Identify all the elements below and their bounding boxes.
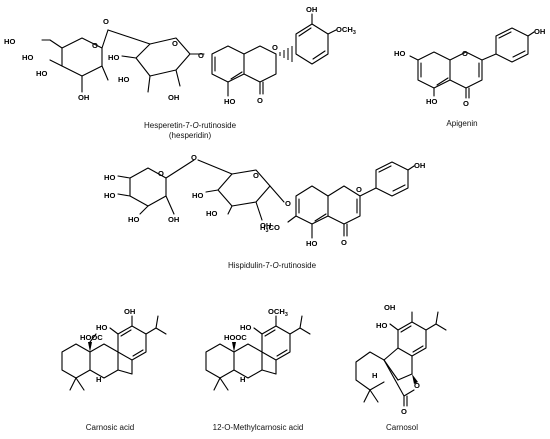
hispidulin-ho-1: HO [104, 173, 115, 182]
methylcarnosic-ho: HO [240, 323, 251, 332]
hispidulin-o-link: O [191, 153, 197, 162]
carnosol-structure: OH HO H O O Carnosol [355, 303, 447, 432]
methylcarnosic-acid-caption: 12-O-Methylcarnosic acid [213, 423, 304, 432]
hesperidin-caption: Hesperetin-7-O-rutinoside [144, 121, 237, 130]
hesperidin-ho-2: HO [22, 53, 33, 62]
apigenin-ho-2: HO [426, 97, 437, 106]
carnosol-ho: HO [376, 321, 387, 330]
hispidulin-o-ring-2: O [253, 171, 259, 180]
carnosol-oh-1: OH [384, 303, 395, 312]
carnosic-oh-2: HO [96, 323, 107, 332]
hispidulin-ho-8: HO [306, 239, 317, 248]
hispidulin-o-glyco: O [285, 199, 291, 208]
methylcarnosic-hooc: HOOC [224, 333, 247, 342]
hispidulin-o-keto: O [341, 238, 347, 247]
hesperidin-o-ring-2: O [172, 39, 178, 48]
hispidulin-oh-7: OH [260, 221, 271, 230]
hesperidin-caption-line2: (hesperidin) [169, 131, 212, 140]
hispidulin-ho-6: HO [206, 209, 217, 218]
carnosic-h: H [96, 375, 101, 384]
hispidulin-h3co: H3CO [260, 223, 280, 234]
hesperidin-ho-3: HO [36, 69, 47, 78]
hispidulin-o-ring-1: O [158, 169, 164, 178]
hesperidin-o-ring-3: O [272, 43, 278, 52]
hesperidin-o-ring-1: O [92, 41, 98, 50]
hesperidin-structure: HO HO HO OH O O HO HO O OH O O HO O OH O… [4, 5, 356, 140]
apigenin-ho-1: HO [394, 49, 405, 58]
apigenin-caption: Apigenin [446, 119, 477, 128]
hesperidin-oh-7: OH [168, 93, 179, 102]
carnosol-caption: Carnosol [386, 423, 418, 432]
hesperidin-o-glyco: O [198, 51, 204, 60]
methylcarnosic-och3: OCH3 [268, 307, 288, 318]
hispidulin-oh-4: OH [168, 215, 179, 224]
hesperidin-ho-1: HO [4, 37, 15, 46]
hispidulin-rutinoside-structure: HO HO HO OH O O HO HO O OH O O H3CO HO O… [104, 153, 425, 270]
hesperidin-och3: OCH3 [336, 25, 356, 36]
hesperidin-o-keto: O [257, 96, 263, 105]
hesperidin-ho-8: HO [224, 97, 235, 106]
hispidulin-ho-5: HO [192, 191, 203, 200]
hesperidin-o-link: O [103, 17, 109, 26]
hispidulin-ho-3: HO [128, 215, 139, 224]
carnosol-o-ether: O [414, 381, 420, 390]
carnosic-acid-structure: OH HO HOOC H Carnosic acid [61, 307, 167, 432]
carnosic-oh-1: OH [124, 307, 135, 316]
hesperidin-ho-6: HO [118, 75, 129, 84]
hispidulin-o-ring-3: O [356, 185, 362, 194]
hispidulin-caption: Hispidulin-7-O-rutinoside [228, 261, 317, 270]
carnosol-o-keto: O [401, 407, 407, 416]
hesperidin-oh-9: OH [306, 5, 317, 14]
carnosic-hooc: HOOC [80, 333, 103, 342]
hispidulin-oh-9: OH [414, 161, 425, 170]
apigenin-oh: OH [534, 27, 545, 36]
apigenin-structure: HO O HO O OH Apigenin [394, 27, 545, 128]
apigenin-o-ring: O [462, 49, 468, 58]
carnosic-acid-caption: Carnosic acid [86, 423, 134, 432]
methylcarnosic-h: H [240, 375, 245, 384]
carnosol-h: H [372, 371, 377, 380]
methylcarnosic-acid-structure: OCH3 HO HOOC H 12-O-Methylcarnosic acid [205, 307, 311, 432]
hispidulin-ho-2: HO [104, 191, 115, 200]
hesperidin-oh-4: OH [78, 93, 89, 102]
hesperidin-ho-5: HO [108, 53, 119, 62]
apigenin-o-keto: O [463, 99, 469, 108]
